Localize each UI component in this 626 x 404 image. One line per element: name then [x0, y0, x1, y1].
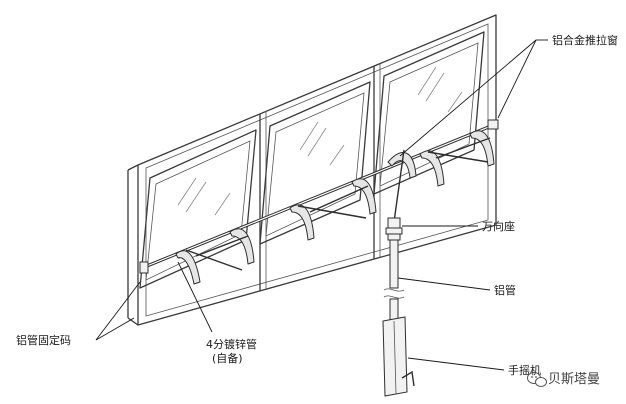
push-arm	[175, 250, 201, 285]
crank-handle	[401, 370, 415, 387]
push-arm	[289, 204, 315, 241]
drive-bracket	[387, 152, 417, 179]
label-push-window: 铝合金推拉窗	[552, 33, 618, 47]
label-aluminium-tube: 铝管	[494, 283, 516, 297]
watermark-text: 贝斯塔曼	[548, 372, 600, 387]
watermark: 贝斯塔曼	[527, 372, 600, 387]
push-tube	[139, 119, 499, 274]
sash-right	[373, 31, 485, 195]
labels: 铝合金推拉窗 万向座 铝管 手摇机 铝管固定码 4分镀锌管 (自备)	[16, 33, 618, 377]
drive-assembly	[382, 149, 415, 397]
sash-left	[139, 129, 257, 289]
callout-lines	[95, 39, 548, 371]
aluminium-tube-upper	[389, 239, 399, 289]
label-crank: 手摇机	[508, 363, 541, 377]
wechat-icon	[527, 372, 547, 387]
push-arm	[419, 150, 445, 187]
tube-end-cap	[487, 119, 499, 130]
label-galvanized-pipe: 4分镀锌管	[206, 337, 257, 351]
push-arm	[229, 228, 255, 265]
label-self-supplied: (自备)	[212, 351, 243, 365]
label-universal-seat: 万向座	[482, 219, 515, 233]
push-arm	[351, 178, 377, 215]
sash-middle	[259, 81, 371, 245]
tube-clamp-part	[139, 261, 149, 274]
aluminium-tube-lower	[389, 298, 399, 322]
label-tube-clamp: 铝管固定码	[16, 333, 71, 347]
push-arms	[175, 130, 495, 285]
push-arm	[469, 130, 495, 167]
